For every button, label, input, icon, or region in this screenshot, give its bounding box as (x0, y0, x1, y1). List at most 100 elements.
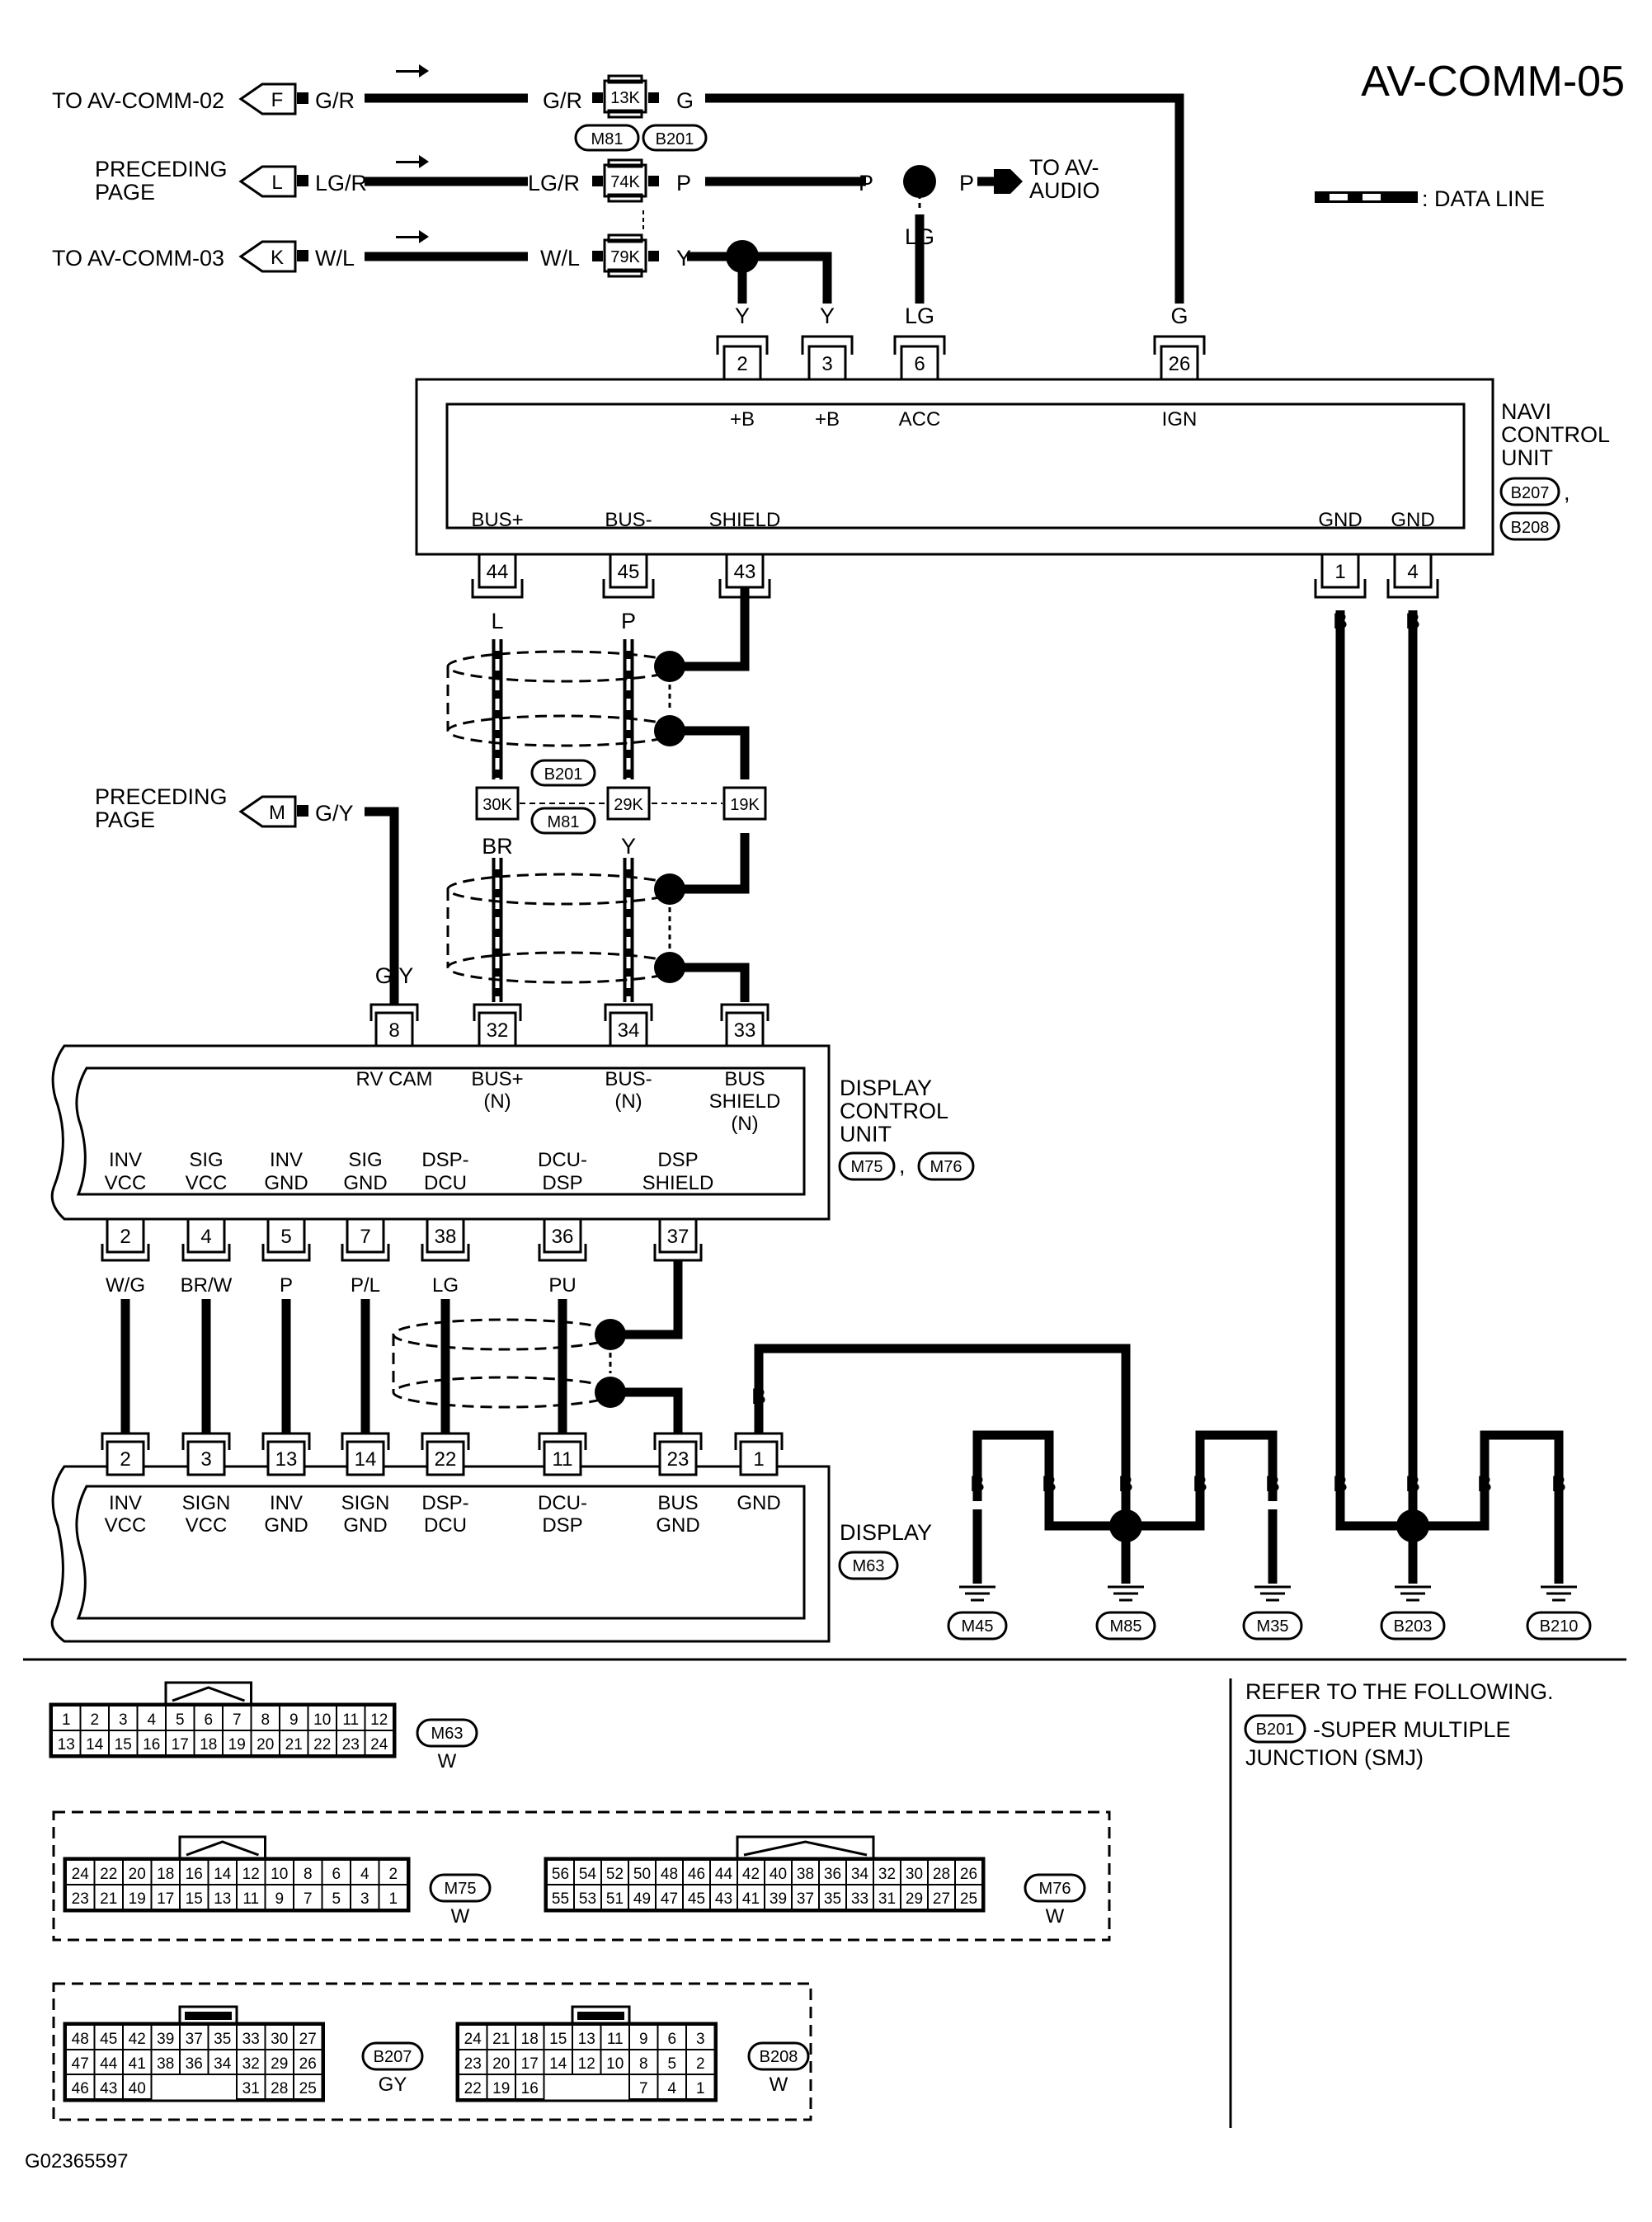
connector-cell (927, 1859, 956, 1885)
connector-cell (655, 1859, 684, 1885)
ground-symbols (959, 1585, 1577, 1602)
navi-top-pin-brackets (716, 335, 1206, 355)
navi-pin-3: 3+B (807, 345, 847, 431)
svg-text:29K: 29K (614, 796, 643, 814)
connector-pin-number: 32 (242, 2055, 260, 2073)
connector-pin-number: 14 (214, 1866, 232, 1883)
wire-label-y-2: Y (820, 304, 835, 328)
svg-text:AUDIO: AUDIO (1029, 178, 1100, 203)
shield-wires (670, 587, 750, 1002)
svg-text:VCC: VCC (186, 1514, 228, 1537)
connector-pin-number: 3 (360, 1890, 369, 1908)
connector-cell (685, 2049, 716, 2075)
connector-cell (546, 1884, 575, 1910)
connector-pin-number: 10 (271, 1866, 288, 1883)
svg-text:2: 2 (737, 353, 747, 375)
svg-text:M75: M75 (851, 1158, 883, 1176)
svg-text:P: P (676, 171, 691, 195)
svg-text:INV: INV (270, 1149, 303, 1171)
connector-cell (93, 1859, 124, 1885)
svg-text:M85: M85 (1110, 1617, 1142, 1636)
connector-pin-number: 7 (639, 2080, 648, 2097)
connector-tag (429, 1873, 492, 1903)
svg-text:1: 1 (753, 1448, 764, 1471)
ground-junction-dots (1109, 1509, 1429, 1542)
connector-cell (122, 2024, 153, 2050)
connector-pin-number: 2 (90, 1711, 99, 1729)
svg-text:3: 3 (821, 353, 832, 375)
svg-text:GND: GND (264, 1172, 308, 1194)
connector-pin-number: 13 (214, 1890, 231, 1908)
connector-pin-number: 3 (696, 2031, 705, 2048)
svg-text:43: 43 (734, 561, 756, 583)
gy-wire (365, 807, 399, 1005)
refer-note: REFER TO THE FOLLOWING. B201 -SUPER MULT… (1244, 1679, 1554, 1770)
connector-pin-number: 25 (960, 1890, 977, 1908)
svg-text:4: 4 (200, 1226, 211, 1248)
connector-pin-number: 31 (242, 2080, 260, 2097)
svg-text:45: 45 (618, 561, 640, 583)
connector-tag (747, 2041, 810, 2071)
connector-pin-number: 23 (342, 1736, 360, 1754)
connector-pin-number: 30 (271, 2031, 288, 2048)
connector-id: B208 (760, 2048, 798, 2066)
connector-pin-number: 22 (100, 1866, 117, 1883)
connector-pin-number: 43 (715, 1890, 732, 1908)
connector-cell (600, 2049, 630, 2075)
display-control-unit: DISPLAY CONTROL UNIT M75 , M76 (50, 1044, 975, 1221)
connector-pin-number: 12 (578, 2055, 595, 2073)
connector-cell (458, 2024, 488, 2050)
connector-pin-number: 26 (960, 1866, 977, 1883)
connector-cell (236, 1884, 266, 1910)
connector-pin-number: 20 (257, 1736, 274, 1754)
svg-text:7: 7 (360, 1226, 370, 1248)
svg-text:DSP-: DSP- (421, 1149, 468, 1171)
connector-pin-number: 43 (100, 2080, 117, 2097)
connector-pin-number: 17 (172, 1736, 189, 1754)
svg-text:K: K (271, 247, 284, 269)
svg-text:INV: INV (109, 1149, 142, 1171)
connector-cell (136, 1730, 167, 1756)
svg-text:VCC: VCC (105, 1172, 147, 1194)
shield-display (392, 1318, 618, 1409)
connector-pin-number: 30 (906, 1866, 923, 1883)
svg-text:PRECEDING: PRECEDING (95, 784, 228, 809)
svg-text:BUS-: BUS- (605, 1068, 652, 1090)
connector-pin-number: 7 (233, 1711, 242, 1729)
connector-pin-number: 9 (275, 1890, 284, 1908)
connector-pin-number: 39 (157, 2031, 174, 2048)
svg-text:SIGN: SIGN (182, 1492, 231, 1514)
connector-pin-number: 10 (606, 2055, 624, 2073)
svg-text:GND: GND (264, 1514, 308, 1537)
connector-pin-number: 47 (661, 1890, 678, 1908)
connector-pin-number: 35 (824, 1890, 841, 1908)
connector-pin-number: 13 (58, 1736, 75, 1754)
connector-pin-number: 38 (157, 2055, 174, 2073)
svg-text:M81: M81 (548, 813, 580, 831)
svg-text:DSP-: DSP- (421, 1492, 468, 1514)
connector-cell (122, 2074, 153, 2100)
junction-dots-top (726, 165, 936, 273)
svg-text:INV: INV (270, 1492, 303, 1514)
connector-view-group-b207-b208 (52, 1982, 812, 2121)
connector-cell (51, 1730, 82, 1756)
connector-cell (927, 1884, 956, 1910)
svg-text:B208: B208 (1511, 519, 1550, 537)
connector-cell (165, 1730, 195, 1756)
svg-text:13K: 13K (610, 89, 640, 107)
svg-text:37: 37 (667, 1226, 690, 1248)
svg-text:LG/R: LG/R (315, 171, 367, 195)
connector-pin-number: 11 (607, 2031, 624, 2048)
connector-pin-number: 48 (72, 2031, 89, 2048)
connector-cell (572, 2024, 602, 2050)
svg-text:5: 5 (280, 1226, 291, 1248)
connector-pin-number: 42 (129, 2031, 146, 2048)
svg-text:M76: M76 (930, 1158, 962, 1176)
connector-pin-number: 50 (633, 1866, 651, 1883)
connector-pin-number: 40 (770, 1866, 787, 1883)
connector-cell (307, 1705, 337, 1731)
